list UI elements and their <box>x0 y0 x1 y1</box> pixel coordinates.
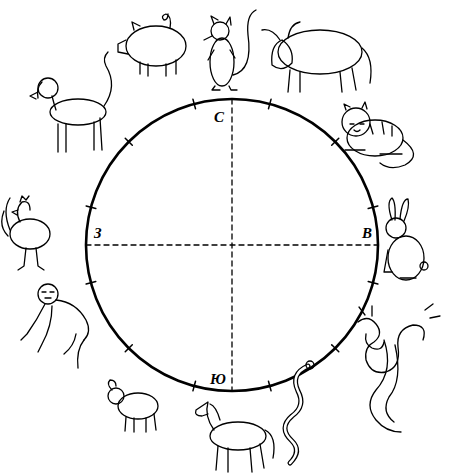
monkey-figure <box>21 284 89 368</box>
tick-mark <box>368 206 378 209</box>
compass-label: З <box>94 226 102 241</box>
ox-figure <box>262 22 371 92</box>
equator-line <box>86 244 378 245</box>
tick-mark <box>268 99 271 109</box>
tick-mark <box>125 138 132 145</box>
rabbit-figure <box>384 198 428 280</box>
tick-mark <box>125 345 132 352</box>
dog-figure <box>30 52 112 152</box>
dragon-figure <box>358 304 440 432</box>
sheep-figure <box>108 380 158 432</box>
tick-mark <box>332 345 339 352</box>
tiger-figure <box>342 102 414 168</box>
rooster-figure <box>2 196 50 270</box>
horse-figure <box>196 402 274 472</box>
tick-mark <box>368 281 378 284</box>
compass-label: Ю <box>210 372 226 387</box>
compass-label: В <box>362 226 372 241</box>
tick-mark <box>193 99 196 109</box>
tick-mark <box>86 206 96 209</box>
rat-figure <box>204 10 256 90</box>
tick-marks <box>86 99 378 391</box>
compass-label: С <box>214 110 224 125</box>
snake-figure <box>285 361 314 463</box>
tick-mark <box>193 381 196 391</box>
tick-mark <box>268 381 271 391</box>
pig-figure <box>118 14 186 76</box>
tick-mark <box>332 138 339 145</box>
tick-mark <box>86 281 96 284</box>
zodiac-circle <box>86 99 378 391</box>
